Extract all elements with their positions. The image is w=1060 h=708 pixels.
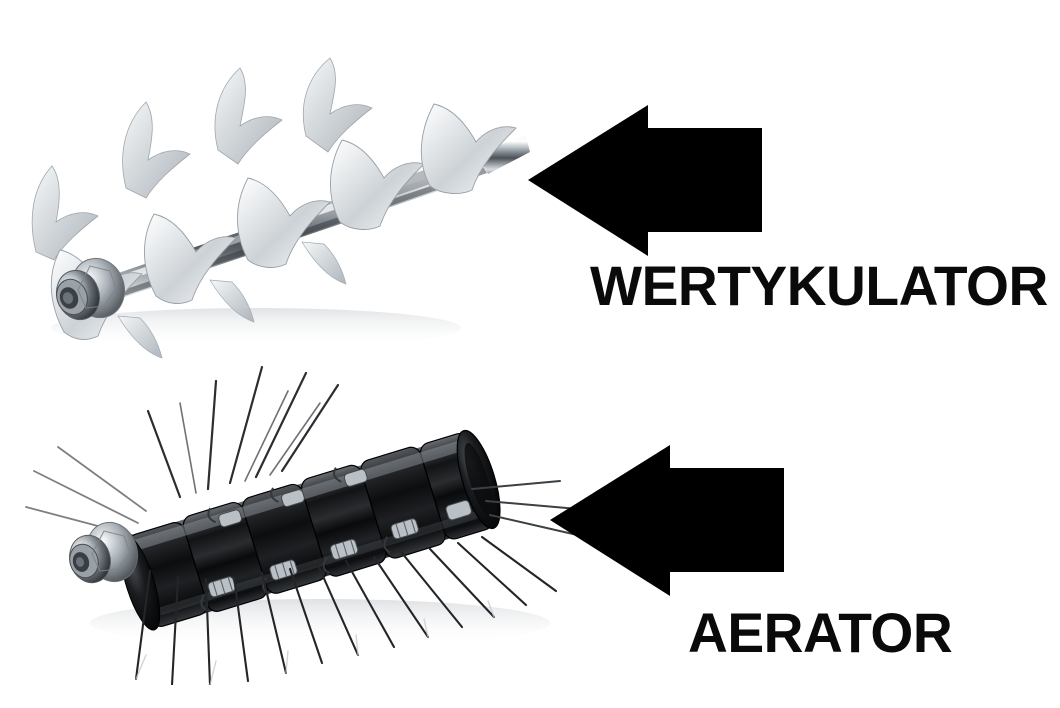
dethatcher-product-image <box>6 40 566 360</box>
arrow-to-wertykulator <box>524 100 766 262</box>
dethatcher-bearing <box>56 257 125 321</box>
dethatcher-blades-lower <box>117 241 347 359</box>
dethatcher-blades-back <box>31 57 373 261</box>
arrow-left-shape <box>550 445 784 596</box>
aerator-tine-reflections <box>135 600 495 685</box>
aerator-tines-upper-thin <box>179 390 321 494</box>
aerator-tine-clamps <box>200 467 472 612</box>
label-wertykulator: WERTYKULATOR <box>590 254 1048 317</box>
arrow-to-aerator <box>546 440 788 602</box>
label-aerator: AERATOR <box>688 601 953 664</box>
aerator-product-image <box>20 355 590 685</box>
aerator-tines-right <box>471 480 587 538</box>
arrow-left-shape <box>528 105 762 256</box>
aerator-tines-left <box>25 446 147 536</box>
aerator-bearing <box>69 521 138 584</box>
aerator-tines-lower <box>134 535 558 685</box>
aerator-tines-upper <box>146 365 340 499</box>
